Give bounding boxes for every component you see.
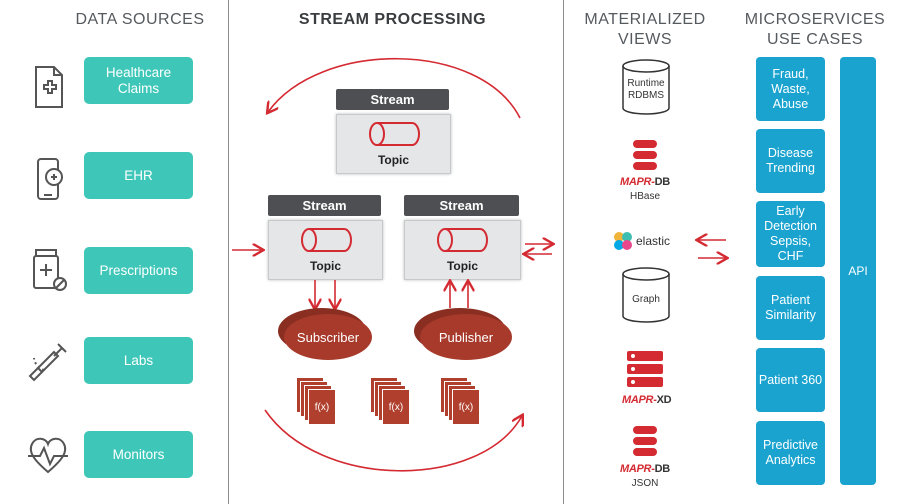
cylinder-icon (369, 122, 420, 146)
stream-label-right: Stream (404, 195, 519, 216)
function-label: f(x) (382, 389, 410, 425)
maprdb-brand: MAPR- (620, 176, 655, 188)
source-healthcare-claims: Healthcare Claims (84, 57, 193, 104)
divider-right (563, 0, 564, 504)
phone-health-icon (37, 158, 63, 200)
graph-cylinder-icon (622, 267, 670, 323)
stream-label-left: Stream (268, 195, 381, 216)
runtime-rdbms-label: Runtime RDBMS (620, 78, 672, 102)
elastic-label: elastic (636, 234, 671, 248)
graph-label: Graph (632, 294, 660, 305)
topic-box-right: Topic (404, 220, 521, 280)
stream-processing-header: STREAM PROCESSING (298, 11, 487, 28)
use-case-disease-trending: Disease Trending (756, 129, 825, 193)
divider-left (228, 0, 229, 504)
heart-pulse-icon (28, 437, 68, 474)
source-ehr: EHR (84, 152, 193, 199)
runtime-line1: Runtime (627, 78, 665, 89)
maprdb-database-icon (633, 140, 657, 170)
use-case-patient-360: Patient 360 (756, 348, 825, 412)
source-monitors: Monitors (84, 431, 193, 478)
materialized-views-header: MATERIALIZED VIEWS (575, 10, 715, 50)
use-case-predictive-analytics: Predictive Analytics (756, 421, 825, 485)
function-label: f(x) (308, 389, 336, 425)
microservices-header-line2: USE CASES (766, 31, 864, 48)
topic-label-top: Topic (377, 153, 410, 167)
maprdb-json-logo: MAPR-DB (620, 463, 670, 475)
runtime-line2: RDBMS (627, 90, 665, 101)
data-sources-header: DATA SOURCES (75, 11, 205, 28)
source-labs: Labs (84, 337, 193, 384)
top-arc-arrow (268, 57, 521, 119)
elastic-logo-icon (614, 232, 632, 250)
materialized-views-header-line1: MATERIALIZED (584, 11, 706, 28)
maprdb-suffix: DB (654, 176, 671, 188)
maprxd-suffix: XD (656, 394, 672, 406)
microservices-header: MICROSERVICES USE CASES (740, 10, 890, 50)
runtime-rdbms-cylinder-icon (622, 59, 670, 115)
topic-box-top: Topic (336, 114, 451, 174)
microservices-header-line1: MICROSERVICES (744, 11, 886, 28)
maprdb-logo: MAPR-DB (620, 176, 670, 188)
topic-box-left: Topic (268, 220, 383, 280)
use-case-patient-similarity: Patient Similarity (756, 276, 825, 340)
maprdb2-brand: MAPR- (620, 463, 655, 475)
stream-label-top: Stream (336, 89, 449, 110)
cylinder-icon (301, 228, 352, 252)
bottom-arc-arrow (264, 409, 522, 472)
publisher-oval: Publisher (420, 314, 512, 360)
maprxd-logo: MAPR-XD (622, 394, 672, 406)
maprxd-brand: MAPR- (622, 394, 657, 406)
hbase-label: HBase (629, 191, 660, 202)
api-bar: API (840, 57, 876, 485)
function-label: f(x) (452, 389, 480, 425)
maprdb-json-database-icon (633, 426, 657, 456)
syringe-icon (28, 343, 67, 382)
json-label: JSON (631, 478, 659, 489)
cylinder-icon (437, 228, 488, 252)
topic-label-left: Topic (309, 259, 342, 273)
maprxd-server-icon (627, 351, 663, 387)
use-case-early-detection: Early Detection Sepsis, CHF (756, 201, 825, 267)
maprdb2-suffix: DB (654, 463, 671, 475)
materialized-views-header-line2: VIEWS (617, 31, 673, 48)
use-case-fraud: Fraud, Waste, Abuse (756, 57, 825, 121)
subscriber-oval: Subscriber (284, 314, 372, 360)
pill-bottle-icon (33, 249, 67, 291)
topic-label-right: Topic (446, 259, 479, 273)
claims-document-icon (35, 66, 63, 108)
source-prescriptions: Prescriptions (84, 247, 193, 294)
